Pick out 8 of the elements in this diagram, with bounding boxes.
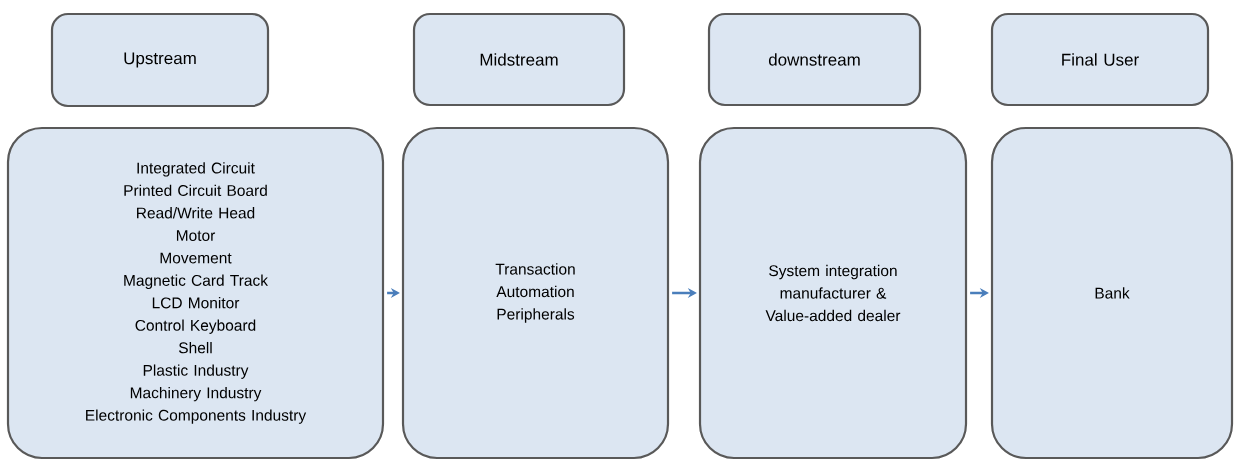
process-box: Transaction Automation Peripherals bbox=[401, 126, 670, 460]
stage-box: downstream bbox=[707, 12, 922, 107]
stage-box: Final User bbox=[990, 12, 1210, 107]
process-box: Integrated Circuit Printed Circuit Board Read/Write Head Motor Movement Magnetic Card Track LCD Monitor Control Keyboard Shell Plastic Industry Machinery Industry Electronic Components Industry bbox=[6, 126, 385, 460]
process-box: Bank bbox=[990, 126, 1234, 460]
process-box: System integration manufacturer & Value-added dealer bbox=[698, 126, 968, 460]
stage-box: Midstream bbox=[412, 12, 626, 107]
stage-box: Upstream bbox=[50, 12, 270, 108]
